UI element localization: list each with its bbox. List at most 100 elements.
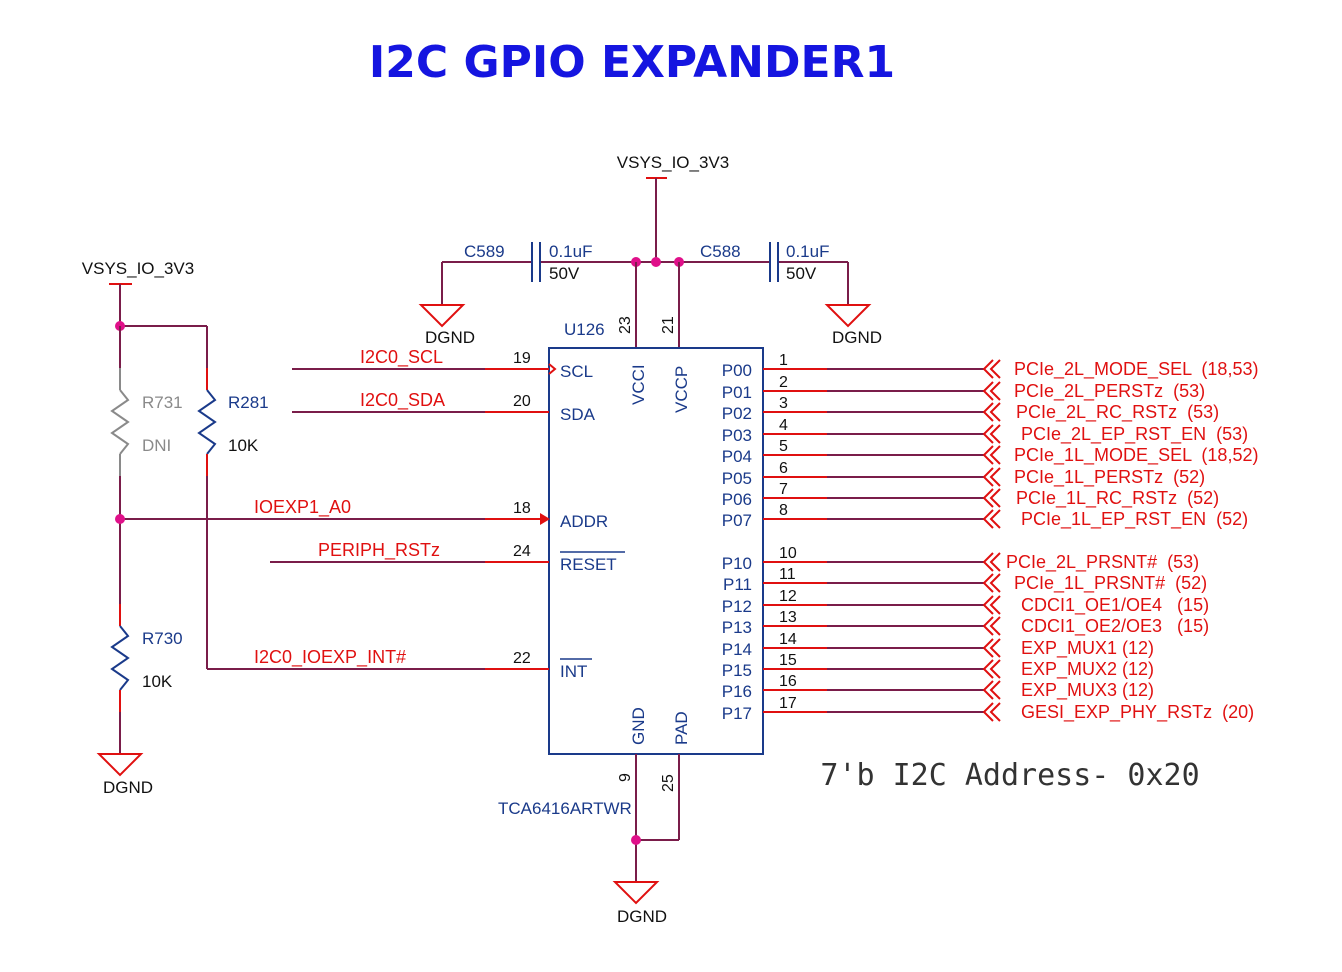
net-label-periph-rstz: PERIPH_RSTz <box>318 540 440 561</box>
r731-value: DNI <box>142 436 171 455</box>
pin-name-int: INT <box>560 662 587 681</box>
net-label-p04: PCIe_1L_MODE_SEL (18,52) <box>1014 445 1258 466</box>
net-label-p02: PCIe_2L_RC_RSTz (53) <box>1016 402 1219 423</box>
ground-symbol-chip: DGND <box>612 881 667 926</box>
pin-name-p16: P16 <box>722 682 752 701</box>
pin-name-gnd: GND <box>629 707 648 745</box>
offpage-connector-icon <box>982 424 994 444</box>
right-pin-p15: P15 15 EXP_MUX2 (12) <box>722 652 1154 680</box>
offpage-connector-icon <box>989 616 1001 636</box>
pin-number-p07: 8 <box>779 502 788 519</box>
r731-ref: R731 <box>142 393 183 412</box>
ground-label: DGND <box>103 778 153 797</box>
offpage-connector-icon <box>989 445 1001 465</box>
pin-number-p00: 1 <box>779 352 788 369</box>
pin-number-reset: 24 <box>513 543 531 560</box>
net-label-p16: EXP_MUX3 (12) <box>1021 680 1154 701</box>
offpage-connector-icon <box>982 467 994 487</box>
pin-name-p17: P17 <box>722 704 752 723</box>
offpage-connector-icon <box>989 467 1001 487</box>
pin-number-vccp: 21 <box>660 316 677 334</box>
ground-label: DGND <box>425 328 475 347</box>
offpage-connector-icon <box>989 680 1001 700</box>
c589-voltage: 50V <box>549 264 580 283</box>
ground-symbol-r730: DGND <box>96 753 153 797</box>
offpage-connector-icon <box>982 573 994 593</box>
pin-number-sda: 20 <box>513 393 531 410</box>
left-pin-scl: SCL 19 I2C0_SCL <box>292 347 593 381</box>
offpage-connector-icon <box>989 402 1001 422</box>
pin-number-p15: 15 <box>779 652 797 669</box>
power-label-left: VSYS_IO_3V3 <box>82 259 194 278</box>
net-label-ioexp1-a0: IOEXP1_A0 <box>254 497 351 518</box>
offpage-connector-icon <box>989 659 1001 679</box>
pin-name-p10: P10 <box>722 554 752 573</box>
resistor-r281: R281 10K <box>197 368 269 476</box>
pin-name-p14: P14 <box>722 640 752 659</box>
pin-number-p03: 4 <box>779 417 788 434</box>
left-pin-reset: RESET 24 PERIPH_RSTz <box>270 540 625 574</box>
pin-name-p03: P03 <box>722 426 752 445</box>
pin-name-pad: PAD <box>672 711 691 745</box>
c588-value: 0.1uF <box>786 242 829 261</box>
right-pin-p00: P00 1 PCIe_2L_MODE_SEL (18,53) <box>722 352 1259 380</box>
pin-number-p14: 14 <box>779 631 797 648</box>
pin-name-vcci: VCCI <box>629 364 648 405</box>
capacitor-c589: C589 0.1uF 50V <box>464 242 592 283</box>
net-label-p14: EXP_MUX1 (12) <box>1021 638 1154 659</box>
pin-name-reset: RESET <box>560 555 617 574</box>
offpage-connector-icon <box>982 616 994 636</box>
capacitor-c588: C588 0.1uF 50V <box>700 242 829 283</box>
ground-label: DGND <box>832 328 882 347</box>
pin-name-p11: P11 <box>723 575 752 594</box>
offpage-connector-icon <box>989 595 1001 615</box>
offpage-connector-icon <box>982 402 994 422</box>
c589-value: 0.1uF <box>549 242 592 261</box>
i2c-address-note: 7'b I2C Address- 0x20 <box>820 758 1199 793</box>
net-label-p11: PCIe_1L_PRSNT# (52) <box>1014 573 1207 594</box>
net-label-p05: PCIe_1L_PERSTz (52) <box>1014 467 1205 488</box>
pin-name-p01: P01 <box>722 383 752 402</box>
net-label-p00: PCIe_2L_MODE_SEL (18,53) <box>1014 359 1258 380</box>
ground-label: DGND <box>617 907 667 926</box>
pin-number-p12: 12 <box>779 588 797 605</box>
offpage-connector-icon <box>989 638 1001 658</box>
pin-number-p10: 10 <box>779 545 797 562</box>
diagram-title: I2C GPIO EXPANDER1 <box>369 37 895 88</box>
c588-ref: C588 <box>700 242 741 261</box>
r730-ref: R730 <box>142 629 183 648</box>
r281-ref: R281 <box>228 393 269 412</box>
pin-name-vccp: VCCP <box>672 366 691 413</box>
pin-number-p16: 16 <box>779 673 797 690</box>
ground-symbol-c588: DGND <box>824 304 882 347</box>
resistor-r731: R731 DNI <box>110 368 183 476</box>
resistor-r730: R730 10K <box>110 604 183 712</box>
pin-number-int: 22 <box>513 650 531 667</box>
offpage-connector-icon <box>989 488 1001 508</box>
pin-name-sda: SDA <box>560 405 596 424</box>
r281-value: 10K <box>228 436 259 455</box>
pin-name-scl: SCL <box>560 362 593 381</box>
offpage-connector-icon <box>982 680 994 700</box>
offpage-connector-icon <box>982 381 994 401</box>
pin-name-p15: P15 <box>722 661 752 680</box>
net-label-p15: EXP_MUX2 (12) <box>1021 659 1154 680</box>
pin-name-p13: P13 <box>722 618 752 637</box>
pin-name-p00: P00 <box>722 361 752 380</box>
pin-number-p17: 17 <box>779 695 797 712</box>
net-label-p07: PCIe_1L_EP_RST_EN (52) <box>1021 509 1248 530</box>
pin-name-p06: P06 <box>722 490 752 509</box>
top-power-net: VSYS_IO_3V3 <box>441 153 849 348</box>
power-label-top: VSYS_IO_3V3 <box>617 153 729 172</box>
offpage-connector-icon <box>982 638 994 658</box>
offpage-connector-icon <box>989 359 1001 379</box>
pin-name-p12: P12 <box>722 597 752 616</box>
